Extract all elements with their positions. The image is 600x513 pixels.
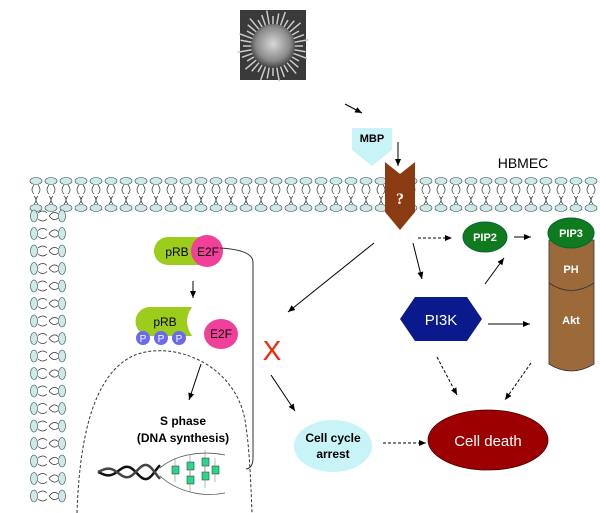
- arrow-receptor-to-pi3k: [412, 242, 424, 280]
- pip3-label: PIP3: [559, 228, 583, 240]
- receptor-shape: [385, 162, 415, 230]
- akt-column: [548, 239, 595, 372]
- arrow-pathogen-to-mbp: [344, 103, 363, 114]
- pi3k-label: PI3K: [425, 312, 458, 329]
- arrow-pi3k-to-pip3: [484, 257, 505, 285]
- receptor-label: ?: [396, 191, 404, 208]
- akt-label: Akt: [562, 315, 580, 327]
- pathogen-micrograph: [237, 10, 309, 82]
- s-phase-label-line1: S phase: [160, 414, 206, 428]
- phosphate-label: P: [176, 334, 183, 345]
- cell-cycle-arrest-node: [294, 420, 372, 472]
- prb-label: pRB: [165, 245, 188, 259]
- pip3-node: [547, 217, 595, 249]
- s-phase-label-line2: (DNA synthesis): [137, 431, 229, 445]
- pip2-node: [462, 221, 508, 253]
- e2f-node: [191, 235, 223, 267]
- pi3k-node: [400, 297, 482, 341]
- cell-death-label: Cell death: [454, 433, 522, 450]
- mbp-label: MBP: [360, 133, 384, 145]
- ph-label: PH: [563, 264, 578, 276]
- arrest-label-line2: arrest: [316, 447, 349, 461]
- dna-helix-illustration: [97, 450, 226, 495]
- ph-akt-divider: [548, 282, 595, 291]
- nucleus-boundary: [76, 350, 253, 513]
- cell-death-node: [427, 409, 549, 471]
- mbp-shape: [352, 128, 392, 166]
- arrow-e2f-to-sphase: [188, 363, 202, 401]
- arrow-pi3k-to-death: [436, 356, 458, 396]
- pip2-label: PIP2: [473, 232, 497, 244]
- cell-type-label: HBMEC: [498, 155, 549, 171]
- bracket: [219, 247, 254, 470]
- prb-phos-shape: [135, 307, 192, 336]
- arrest-label-line1: Cell cycle: [305, 431, 361, 445]
- arrow-block-to-arrest: [270, 374, 296, 412]
- phosphate-label: P: [140, 334, 147, 345]
- arrow-receptor-to-cellcycle: [287, 242, 375, 313]
- e2f-free-node: [204, 319, 238, 349]
- phosphate-label: P: [158, 334, 165, 345]
- phosphate-group: P P P: [136, 331, 186, 345]
- block-mark: X: [263, 335, 282, 366]
- e2f-free-label: E2F: [210, 327, 232, 341]
- e2f-label: E2F: [197, 245, 219, 259]
- prb-phos-label: pRB: [153, 315, 176, 329]
- arrow-akt-to-death: [504, 362, 532, 401]
